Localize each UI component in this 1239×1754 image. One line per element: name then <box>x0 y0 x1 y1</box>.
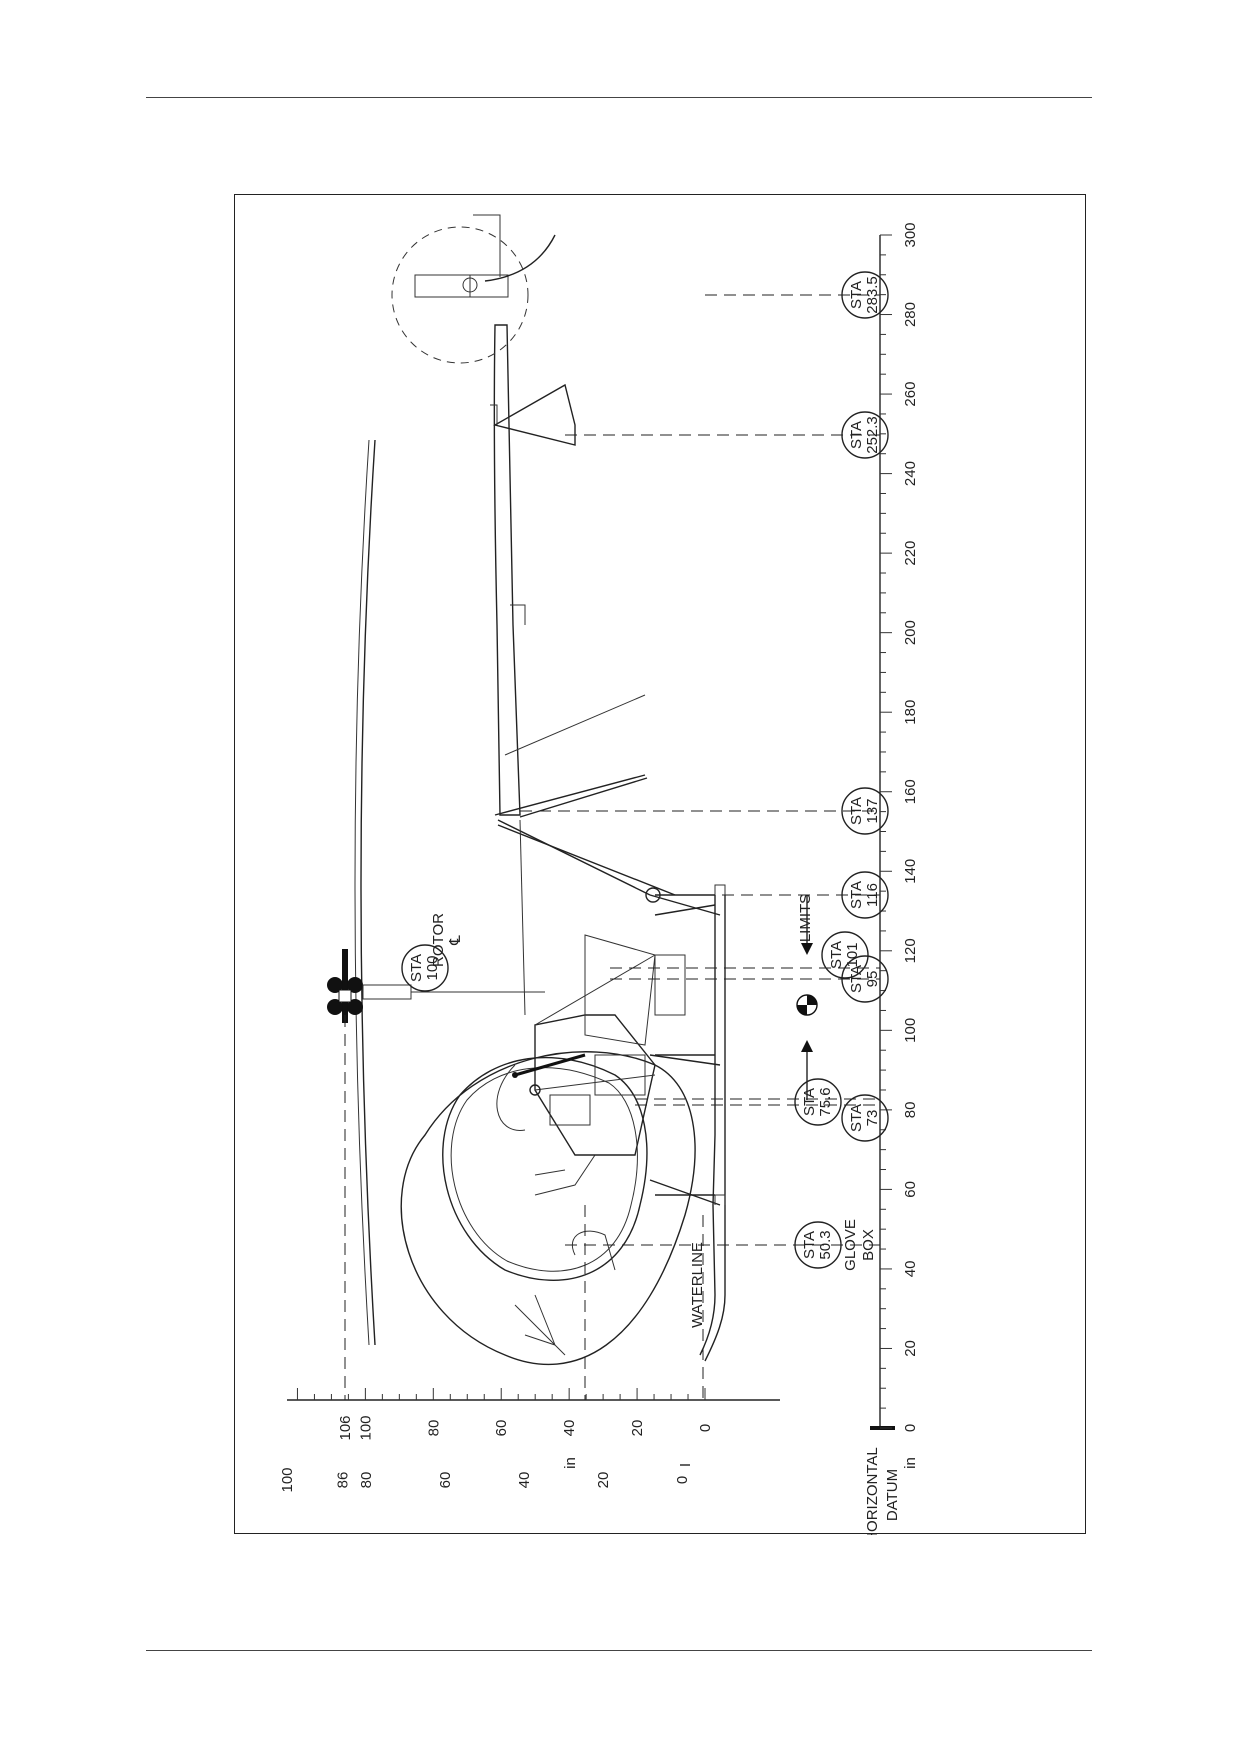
vertical-tick-label: 80 <box>425 1420 442 1437</box>
helicopter-station-diagram: 0204060801001201401601802002202402602803… <box>279 214 919 1535</box>
main-rotor-blade <box>360 439 376 1346</box>
station-callout: STA 116 <box>841 871 889 919</box>
station-callout: STA 137 <box>841 787 889 835</box>
svg-text:STA: STA <box>848 281 865 309</box>
horizontal-tick-label: 260 <box>902 382 919 407</box>
horizontal-tick-label: 300 <box>902 222 919 247</box>
rotor-mast <box>362 984 412 1000</box>
svg-text:50.3: 50.3 <box>817 1230 834 1259</box>
svg-text:STA: STA <box>408 954 425 982</box>
horizontal-tick-label: 220 <box>902 541 919 566</box>
station-callout: STA 283.5 <box>841 271 889 319</box>
cabin-bubble <box>400 1051 696 1366</box>
station-callout: STA 50.3 <box>794 1221 842 1269</box>
svg-text:95: 95 <box>864 971 881 988</box>
vertical-left-tick-label: 0 <box>674 1476 691 1484</box>
station-callout: STA 75.6 <box>794 1078 842 1126</box>
station-callouts: STA 50.3 STA 73 STA 75.6 STA 95 STA 100 … <box>401 271 889 1269</box>
horizontal-tick-label: 200 <box>902 620 919 645</box>
vertical-tick-label: 106 <box>337 1415 354 1440</box>
vertical-left-tick-label: 40 <box>516 1472 533 1489</box>
horizontal-tick-label: 100 <box>902 1018 919 1043</box>
engine-frame <box>534 1014 656 1156</box>
horizontal-tick-label: 280 <box>902 302 919 327</box>
svg-text:252.3: 252.3 <box>864 416 881 454</box>
vertical-left-tick-label: 60 <box>437 1472 454 1489</box>
horizontal-tick-label: 120 <box>902 938 919 963</box>
horizontal-datum-label-2: DATUM <box>884 1469 901 1521</box>
vertical-tick-label: 100 <box>357 1415 374 1440</box>
svg-text:STA: STA <box>848 1104 865 1132</box>
tailboom <box>493 324 521 816</box>
horizontal-scale-unit: in <box>902 1457 919 1469</box>
station-callout: STA 73 <box>841 1094 889 1142</box>
svg-text:283.5: 283.5 <box>864 276 881 314</box>
svg-text:STA: STA <box>801 1088 818 1116</box>
cg-icon <box>796 994 818 1016</box>
horizontal-tick-label: 40 <box>902 1261 919 1278</box>
horizontal-tick-label: 180 <box>902 700 919 725</box>
svg-text:STA: STA <box>848 797 865 825</box>
horizontal-datum-label-1: HORIZONTAL <box>864 1447 881 1535</box>
horizontal-station-scale: 0 20 40 60 80 100 120 140 160 180 200 220 240 260 280 3… <box>864 222 919 1535</box>
helicopter-drawing <box>327 214 726 1366</box>
station-callout: STA 101 <box>821 931 869 979</box>
vertical-left-tick-label: 86 <box>334 1472 351 1489</box>
glove-box-label-2: BOX <box>860 1229 877 1261</box>
horizontal-tick-label: 0 <box>902 1424 919 1432</box>
top-rule <box>146 97 1092 98</box>
vertical-scale-unit: in <box>562 1457 579 1469</box>
svg-text:STA: STA <box>801 1231 818 1259</box>
tail-strut <box>497 819 651 896</box>
glove-box-label-1: GLOVE <box>842 1219 859 1271</box>
vertical-tick-label: 40 <box>561 1420 578 1437</box>
cabin-window <box>442 1056 648 1282</box>
vertical-left-tick-label: 20 <box>595 1472 612 1489</box>
horizontal-tick-label: 160 <box>902 779 919 804</box>
bottom-rule <box>146 1650 1092 1651</box>
svg-text:STA: STA <box>848 881 865 909</box>
tail-rotor-disc <box>391 226 529 364</box>
cg-limits-arrows <box>796 895 818 1100</box>
waterline-label: WATERLINE <box>689 1242 706 1328</box>
horizontal-tick-label: 140 <box>902 859 919 884</box>
svg-text:73: 73 <box>864 1110 881 1127</box>
horizontal-tick-label: 240 <box>902 461 919 486</box>
svg-text:100: 100 <box>424 955 441 980</box>
station-callout: STA 100 <box>401 944 449 992</box>
vertical-left-tick-label: 100 <box>279 1467 296 1492</box>
horizontal-tick-label: 60 <box>902 1181 919 1198</box>
svg-text:137: 137 <box>864 798 881 823</box>
svg-text:101: 101 <box>844 942 861 967</box>
svg-text:STA: STA <box>828 941 845 969</box>
horizontal-tick-label: 80 <box>902 1102 919 1119</box>
limits-label: LIMITS <box>797 894 814 942</box>
svg-text:75.6: 75.6 <box>817 1087 834 1116</box>
svg-text:STA: STA <box>848 421 865 449</box>
svg-text:116: 116 <box>864 883 881 907</box>
vertical-tick-label: 60 <box>493 1420 510 1437</box>
station-callout: STA 252.3 <box>841 411 889 459</box>
horizontal-tick-label: 20 <box>902 1340 919 1357</box>
reference-lines <box>344 294 880 1400</box>
vertical-tick-label: 0 <box>697 1424 714 1432</box>
vertical-fin <box>493 383 576 446</box>
vertical-left-tick-label: 80 <box>358 1472 375 1489</box>
rotor-centerline-symbol: ℄ <box>447 935 464 946</box>
front-cross-tube <box>654 904 716 1196</box>
vertical-tick-label: 20 <box>629 1420 646 1437</box>
tail-rotor-blade <box>414 274 471 298</box>
